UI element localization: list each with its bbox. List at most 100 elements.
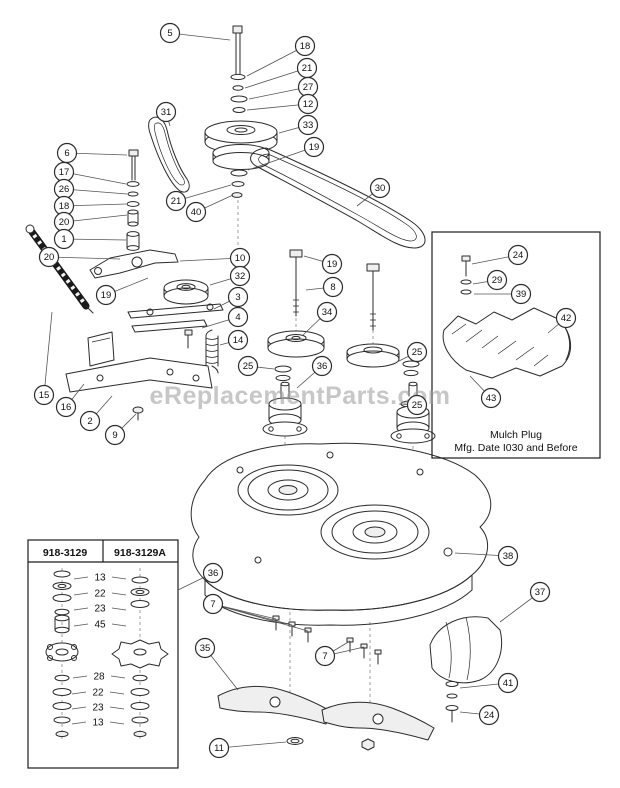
svg-text:11: 11 xyxy=(214,743,224,754)
mulch-plug-fasteners xyxy=(460,255,472,295)
svg-text:16: 16 xyxy=(61,402,72,413)
svg-text:24: 24 xyxy=(484,710,495,721)
svg-text:20: 20 xyxy=(44,252,55,263)
svg-text:24: 24 xyxy=(513,250,524,261)
mulch-plug-caption-line2: Mfg. Date I030 and Before xyxy=(454,442,577,454)
top-spindle-assembly xyxy=(204,25,278,198)
callout-40: 40 xyxy=(185,201,207,223)
callout-27: 27 xyxy=(297,76,319,98)
table-header-918-3129A: 918-3129A xyxy=(114,547,166,559)
callout-leader xyxy=(247,146,315,171)
svg-text:18: 18 xyxy=(300,41,311,52)
svg-text:19: 19 xyxy=(101,290,112,301)
table-label-leader xyxy=(111,607,127,611)
callout-leader xyxy=(63,188,128,195)
callout-21: 21 xyxy=(296,57,318,79)
drive-belt xyxy=(250,147,426,249)
svg-text:17: 17 xyxy=(59,167,70,178)
table-part-number-13: 13 xyxy=(94,573,106,584)
svg-text:4: 4 xyxy=(235,312,240,323)
callout-26: 26 xyxy=(53,178,75,200)
svg-text:31: 31 xyxy=(161,107,172,118)
callout-4: 4 xyxy=(227,306,249,328)
svg-text:2: 2 xyxy=(87,416,92,427)
svg-text:38: 38 xyxy=(503,551,514,562)
mulch-plug-caption-line1: Mulch Plug xyxy=(490,429,542,441)
callout-33: 33 xyxy=(297,114,319,136)
callout-25: 25 xyxy=(237,355,259,377)
svg-text:25: 25 xyxy=(243,361,254,372)
svg-text:41: 41 xyxy=(503,678,514,689)
table-label-leader xyxy=(109,721,125,725)
svg-text:7: 7 xyxy=(210,599,215,610)
svg-text:25: 25 xyxy=(412,400,423,411)
svg-text:33: 33 xyxy=(303,120,314,131)
spindle-hardware xyxy=(262,249,436,444)
callout-42: 42 xyxy=(555,307,577,329)
callout-36: 36 xyxy=(311,355,333,377)
svg-text:6: 6 xyxy=(64,148,69,159)
table-part-number-23: 23 xyxy=(92,703,104,714)
table-label-leader xyxy=(109,691,125,695)
callout-7: 7 xyxy=(314,645,336,667)
table-part-number-28: 28 xyxy=(93,672,105,683)
callout-21: 21 xyxy=(165,190,187,212)
table-label-leader xyxy=(71,691,87,695)
callout-25: 25 xyxy=(406,394,428,416)
svg-text:21: 21 xyxy=(171,196,182,207)
diagram-illustration: Mulch Plug Mfg. Date I030 and Before 918… xyxy=(25,25,601,769)
callout-41: 41 xyxy=(497,672,519,694)
callout-20: 20 xyxy=(53,211,75,233)
svg-text:43: 43 xyxy=(486,393,497,404)
callout-2: 2 xyxy=(79,410,101,432)
table-part-number-13: 13 xyxy=(92,718,104,729)
svg-text:12: 12 xyxy=(303,99,314,110)
callout-20: 20 xyxy=(38,246,60,268)
svg-text:37: 37 xyxy=(535,587,546,598)
table-right-stack xyxy=(111,568,169,742)
blades xyxy=(217,685,435,751)
svg-text:20: 20 xyxy=(59,217,70,228)
svg-text:10: 10 xyxy=(235,253,246,264)
svg-text:25: 25 xyxy=(412,347,423,358)
svg-text:3: 3 xyxy=(235,292,240,303)
svg-text:18: 18 xyxy=(59,201,70,212)
callout-leader xyxy=(218,741,287,749)
callout-37: 37 xyxy=(529,581,551,603)
svg-text:15: 15 xyxy=(39,390,50,401)
callout-leader xyxy=(43,311,53,396)
svg-text:1: 1 xyxy=(61,234,66,245)
svg-text:34: 34 xyxy=(322,307,333,318)
callout-24: 24 xyxy=(507,244,529,266)
svg-text:36: 36 xyxy=(317,361,328,372)
svg-text:26: 26 xyxy=(59,184,70,195)
lift-rod xyxy=(25,224,94,314)
callout-1: 1 xyxy=(53,228,75,250)
callout-35: 35 xyxy=(194,637,216,659)
callout-36: 36 xyxy=(202,562,224,584)
svg-text:8: 8 xyxy=(330,282,335,293)
callout-25: 25 xyxy=(406,341,428,363)
callout-leader xyxy=(63,238,127,241)
table-label-leader xyxy=(72,675,88,679)
svg-text:29: 29 xyxy=(492,275,503,286)
callout-leader xyxy=(212,603,309,632)
callout-3: 3 xyxy=(227,286,249,308)
callout-leader xyxy=(63,171,127,185)
svg-text:30: 30 xyxy=(375,183,386,194)
table-label-leader xyxy=(73,607,89,611)
callout-43: 43 xyxy=(480,387,502,409)
callout-19: 19 xyxy=(303,136,325,158)
svg-text:42: 42 xyxy=(561,313,572,324)
callout-leader xyxy=(246,103,309,111)
table-label-leader xyxy=(73,623,89,627)
svg-text:36: 36 xyxy=(208,568,219,579)
callout-6: 6 xyxy=(56,142,78,164)
table-part-number-22: 22 xyxy=(94,589,106,600)
svg-text:7: 7 xyxy=(322,651,327,662)
callout-39: 39 xyxy=(510,283,532,305)
callout-leader xyxy=(244,67,308,89)
svg-text:21: 21 xyxy=(302,63,313,74)
